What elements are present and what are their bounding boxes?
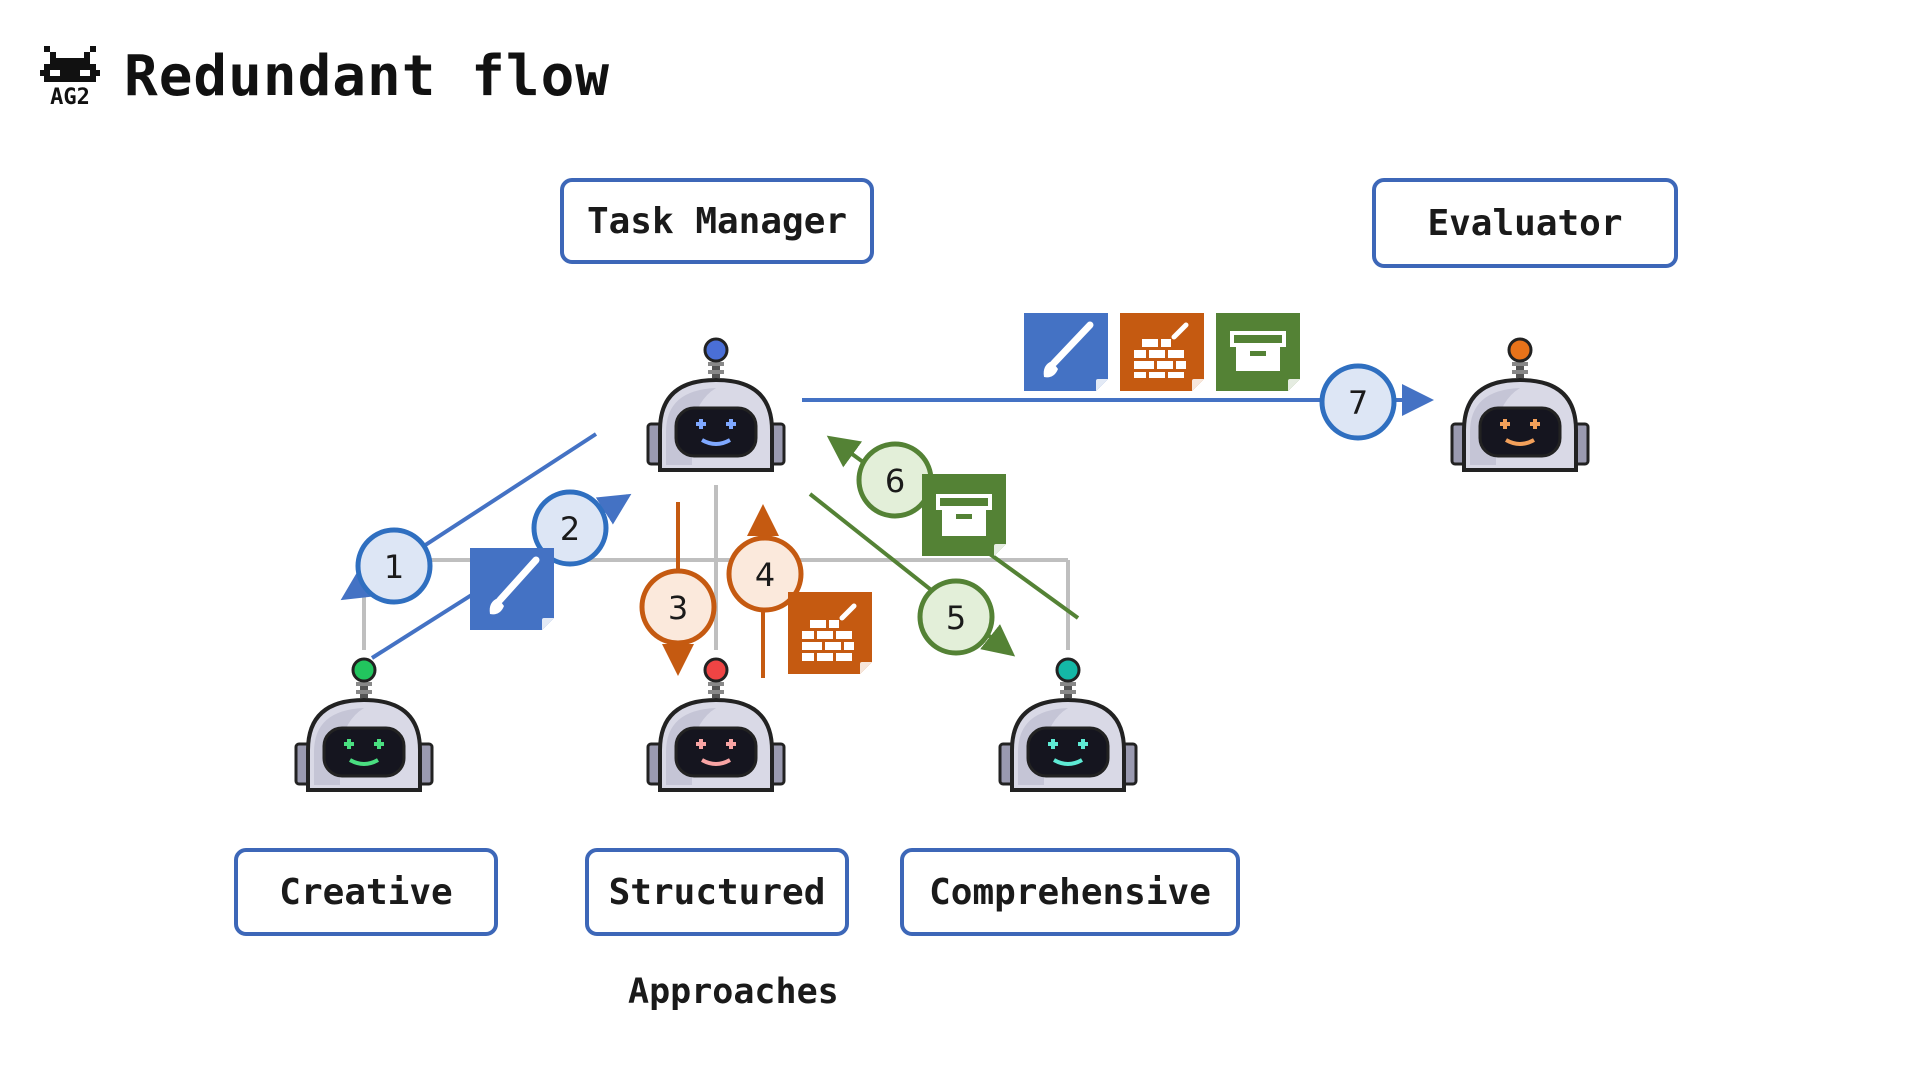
brick-wall-icon (788, 592, 872, 674)
step-1-label: 1 (384, 548, 404, 586)
brick-wall-icon (1120, 313, 1204, 391)
step-2-label: 2 (560, 510, 580, 548)
paintbrush-icon (1024, 313, 1108, 391)
page-title: Redundant flow (124, 43, 611, 109)
step-marker-5: 5 (917, 578, 995, 656)
creative-label: Creative (234, 848, 498, 936)
step-5-label: 5 (946, 599, 966, 637)
archive-box-icon (1216, 313, 1300, 391)
page-header: AG2 Redundant flow (38, 40, 610, 112)
task-manager-robot (636, 320, 796, 480)
step-marker-4: 4 (726, 535, 804, 613)
step-4-label: 4 (755, 556, 775, 594)
step-marker-7: 7 (1319, 363, 1397, 441)
step-marker-6: 6 (856, 441, 934, 519)
antenna-light (351, 657, 377, 683)
ag2-logo: AG2 (38, 44, 102, 110)
paintbrush-icon (470, 548, 554, 630)
step-7-label: 7 (1348, 384, 1368, 422)
creative-robot (284, 640, 444, 800)
archive-box-icon (922, 474, 1006, 556)
comprehensive-robot (988, 640, 1148, 800)
step-marker-1: 1 (355, 527, 433, 605)
antenna-light (703, 337, 729, 363)
structured-robot (636, 640, 796, 800)
comprehensive-label: Comprehensive (900, 848, 1240, 936)
ag2-logo-text: AG2 (50, 85, 90, 108)
step-marker-2: 2 (531, 489, 609, 567)
antenna-light (1507, 337, 1533, 363)
step-6-label: 6 (885, 462, 905, 500)
approaches-caption: Approaches (628, 972, 839, 1012)
step-3-label: 3 (668, 589, 688, 627)
step-marker-3: 3 (639, 568, 717, 646)
evaluator-label: Evaluator (1372, 178, 1678, 268)
task-manager-label: Task Manager (560, 178, 874, 264)
evaluator-robot (1440, 320, 1600, 480)
antenna-light (1055, 657, 1081, 683)
structured-label: Structured (585, 848, 849, 936)
antenna-light (703, 657, 729, 683)
